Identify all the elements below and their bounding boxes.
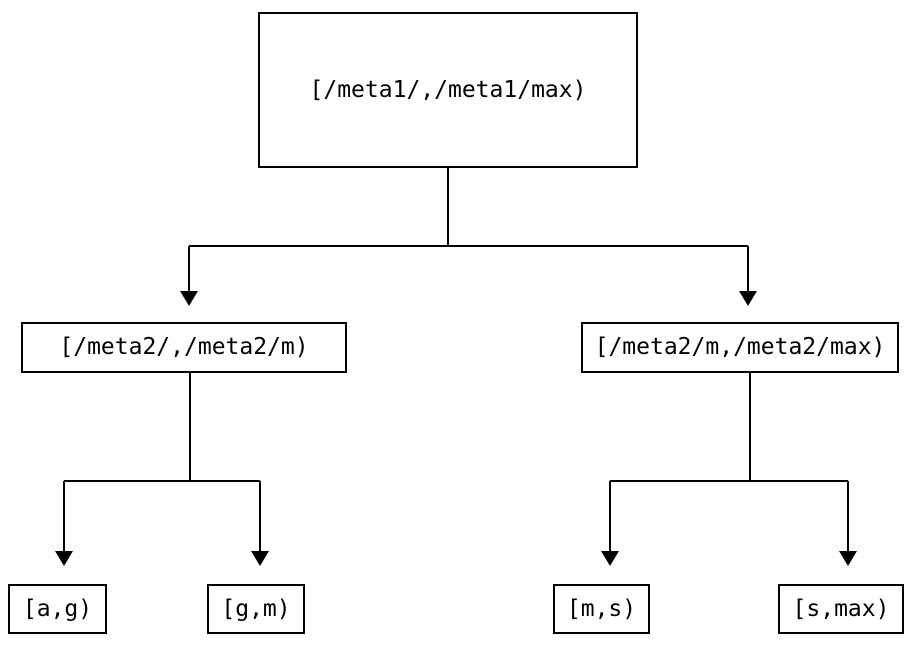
node-leaf-a-g-label: [a,g) [22, 595, 93, 622]
node-root-label: [/meta1/,/meta1/max) [309, 76, 587, 103]
node-mid-left[interactable]: [/meta2/,/meta2/m) [21, 322, 347, 373]
arrowhead-mid-right-to-leaf-ms [601, 551, 619, 566]
arrowhead-mid-left-to-leaf-gm [251, 551, 269, 566]
node-leaf-m-s[interactable]: [m,s) [553, 584, 650, 634]
arrowhead-mid-left-to-leaf-ag [55, 551, 73, 566]
node-mid-left-label: [/meta2/,/meta2/m) [59, 334, 309, 360]
node-leaf-s-max-label: [s,max) [792, 595, 890, 622]
arrowhead-root-to-mid-right [739, 291, 757, 306]
arrowhead-mid-right-to-leaf-smax [839, 551, 857, 566]
node-leaf-s-max[interactable]: [s,max) [778, 584, 904, 634]
node-leaf-g-m-label: [g,m) [221, 595, 291, 622]
node-leaf-g-m[interactable]: [g,m) [207, 584, 305, 634]
node-mid-right[interactable]: [/meta2/m,/meta2/max) [581, 322, 899, 373]
node-root[interactable]: [/meta1/,/meta1/max) [258, 12, 638, 168]
node-mid-right-label: [/meta2/m,/meta2/max) [594, 334, 886, 360]
edge-mid-left-to-leaves-group [55, 373, 269, 566]
node-leaf-a-g[interactable]: [a,g) [8, 584, 107, 634]
node-leaf-m-s-label: [m,s) [566, 595, 637, 622]
edge-mid-right-to-leaves-group [601, 373, 857, 566]
edge-root-to-mid-group [180, 168, 757, 306]
arrowhead-root-to-mid-left [180, 291, 198, 306]
